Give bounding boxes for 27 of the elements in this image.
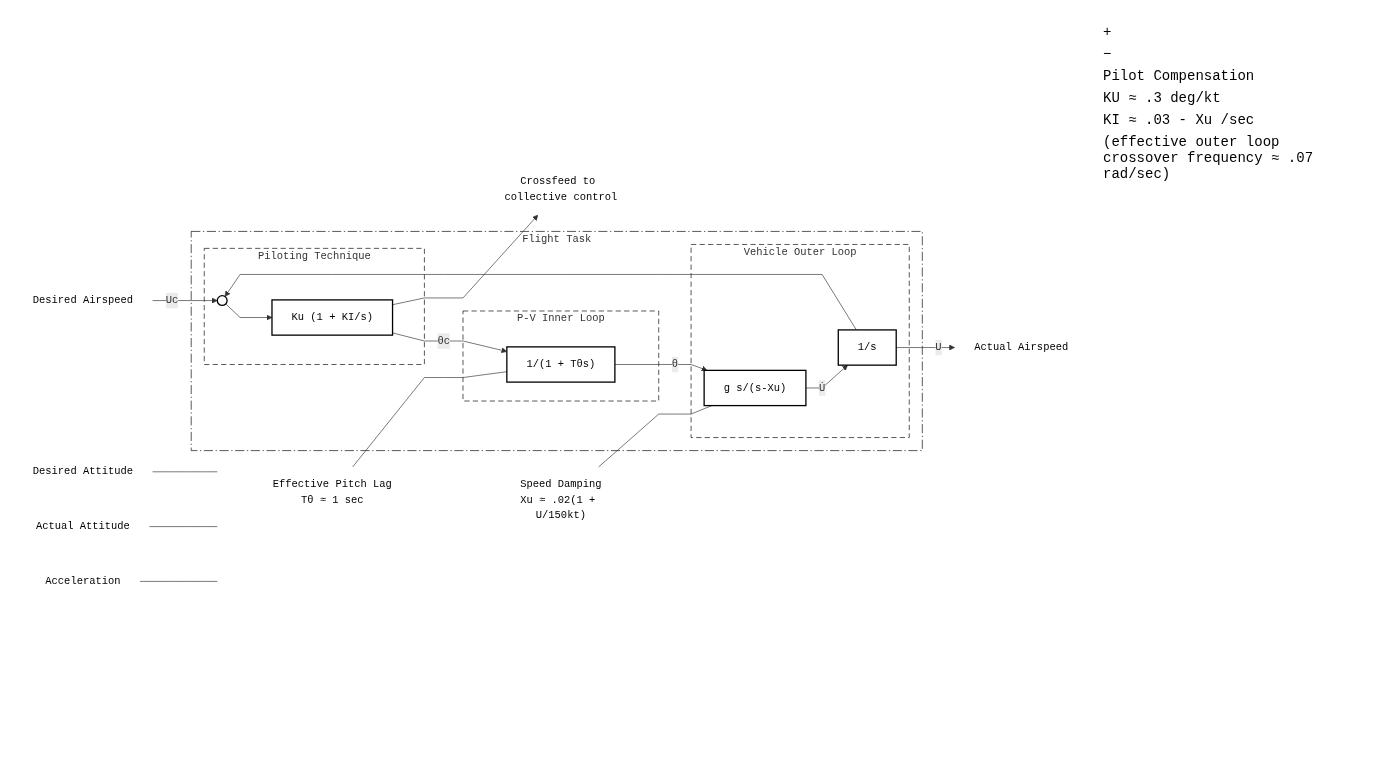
node-circle	[216, 295, 228, 307]
edge-label: θ	[671, 359, 679, 371]
note-text: −	[1103, 46, 1113, 62]
node-box: Ku (1 + KI/s)	[271, 299, 394, 337]
note-text: (effective outer loop crossover frequency ≈ .07 rad/sec)	[1103, 134, 1315, 182]
note-text: KU ≈ .3 deg/kt	[1103, 90, 1222, 106]
node-box: g s/(s-Xu)	[703, 370, 807, 407]
edge-label: U̇	[818, 382, 826, 395]
note-text: KI ≈ .03 - Xu /sec	[1103, 112, 1256, 128]
edge-label: Uc	[165, 295, 179, 307]
node-box: 1/s	[837, 329, 897, 367]
connector	[598, 405, 713, 468]
node-text: Actual Airspeed	[974, 342, 1069, 354]
connector	[139, 581, 218, 583]
node-text: Speed Damping Xu ≈ .02(1 + U/150kt)	[520, 479, 602, 523]
node-text: Desired Airspeed	[32, 295, 134, 307]
node-text: Desired Attitude	[32, 466, 134, 479]
node-box: 1/(1 + Tθs)	[506, 346, 616, 384]
node-text: Crossfeed to collective control	[504, 176, 618, 204]
node-text: Actual Attitude	[35, 521, 130, 533]
note-text: +	[1103, 24, 1113, 40]
edge-label: U	[935, 342, 942, 354]
edge-label: θc	[437, 335, 450, 348]
note-text: Pilot Compensation	[1103, 68, 1256, 84]
node-text: Acceleration	[45, 575, 121, 588]
node-text: Effective Pitch Lag Tθ ≈ 1 sec	[272, 479, 392, 507]
connector	[149, 526, 218, 528]
